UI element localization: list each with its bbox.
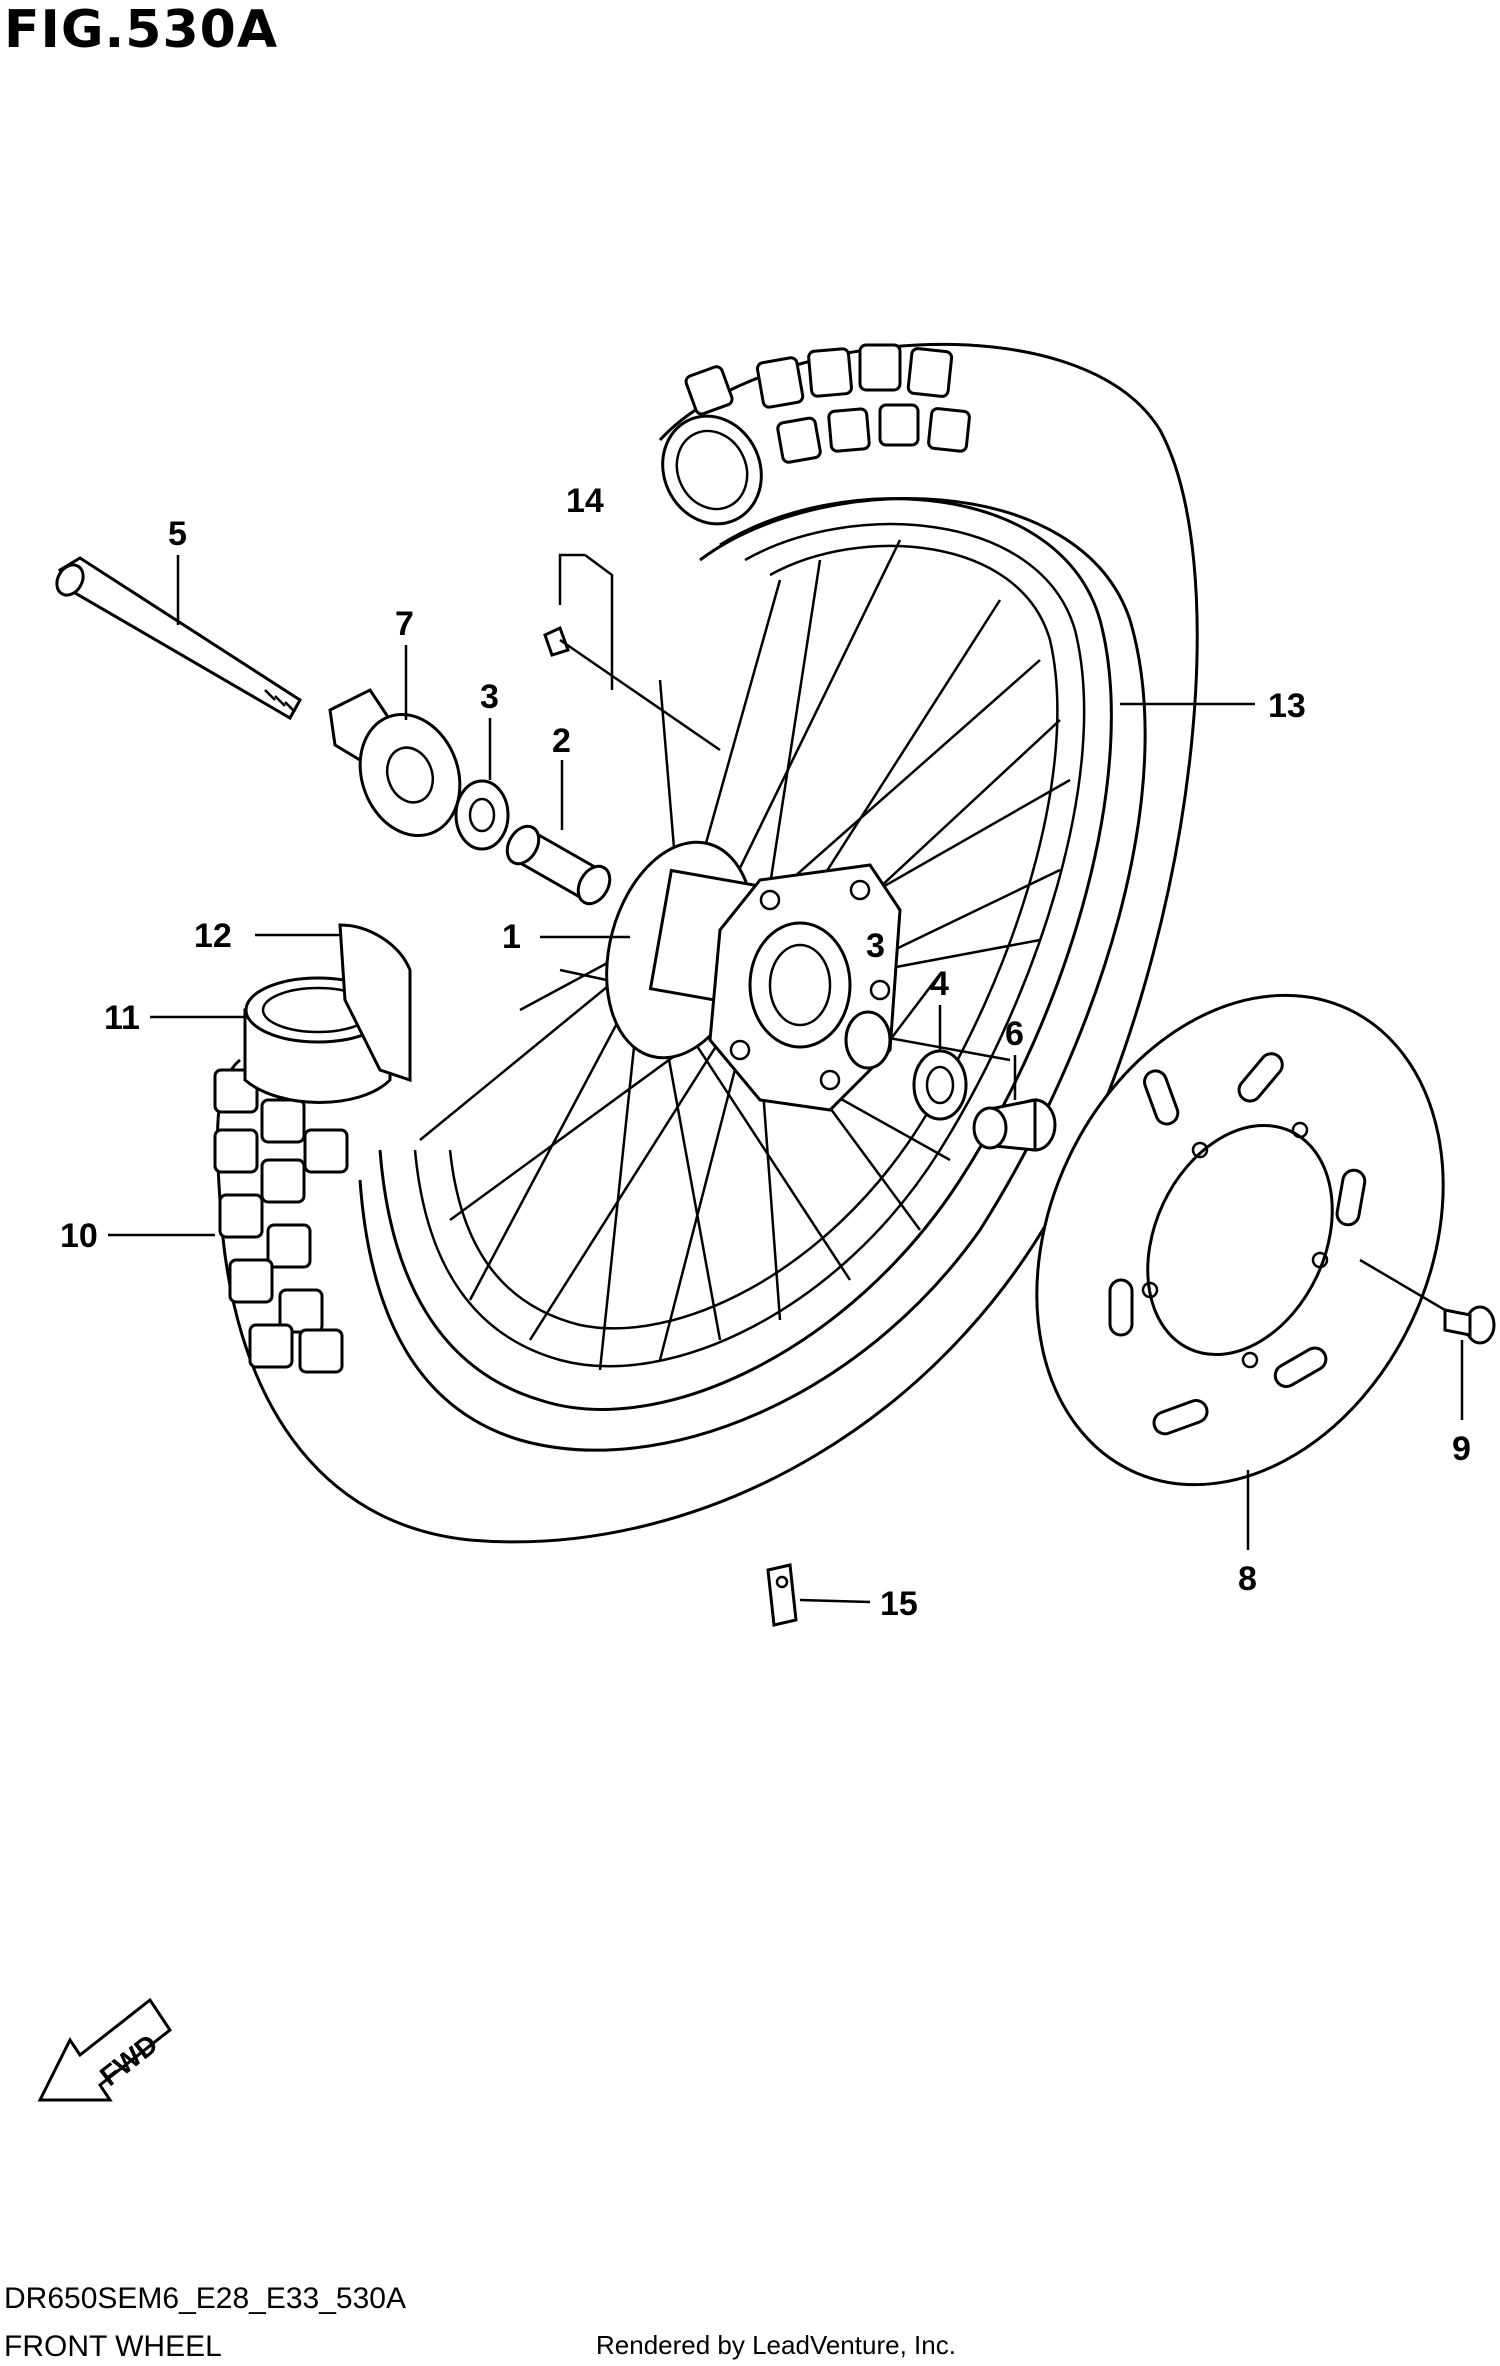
oil-seal	[912, 1049, 968, 1121]
axle	[55, 556, 302, 721]
callout-10: 10	[60, 1217, 98, 1255]
callout-3-right: 3	[866, 927, 885, 965]
balance-weight	[766, 1563, 798, 1627]
disc-bolt	[1443, 1305, 1496, 1345]
callout-2: 2	[552, 722, 571, 760]
fwd-arrow: FWD	[37, 1997, 173, 2102]
spoke-nipple	[543, 625, 721, 752]
fig-title: FIG.530A	[4, 0, 279, 60]
brake-disc	[1035, 993, 1445, 1487]
model-code: DR650SEM6_E28_E33_530A	[4, 2282, 406, 2315]
callout-9: 9	[1452, 1430, 1471, 1468]
callout-11: 11	[104, 999, 140, 1037]
render-credit: Rendered by LeadVenture, Inc.	[596, 2330, 956, 2360]
callout-13: 13	[1268, 687, 1306, 725]
callout-15: 15	[880, 1585, 918, 1623]
callout-3-left: 3	[480, 678, 499, 716]
callouts: 5 7 3 2 14 13 1 12 11 10 3 4 6 8 9 15	[60, 482, 1471, 1623]
callout-1: 1	[502, 918, 521, 956]
leader-lines	[108, 553, 1464, 1604]
bearing-left	[454, 779, 510, 851]
callout-6: 6	[1005, 1015, 1024, 1053]
callout-7: 7	[395, 605, 414, 643]
gearbox	[328, 688, 462, 838]
rim-band	[338, 923, 412, 1083]
collar	[972, 1098, 1057, 1152]
callout-14: 14	[566, 482, 604, 520]
callout-8: 8	[1238, 1560, 1257, 1598]
tread-left	[213, 1068, 349, 1374]
spacer	[505, 824, 612, 906]
diagram-caption: FRONT WHEEL	[4, 2330, 222, 2363]
callout-5: 5	[168, 515, 187, 553]
callout-12: 12	[194, 917, 232, 955]
tire	[213, 343, 1199, 1544]
callout-4: 4	[930, 965, 949, 1003]
bearing-right	[844, 1010, 892, 1070]
